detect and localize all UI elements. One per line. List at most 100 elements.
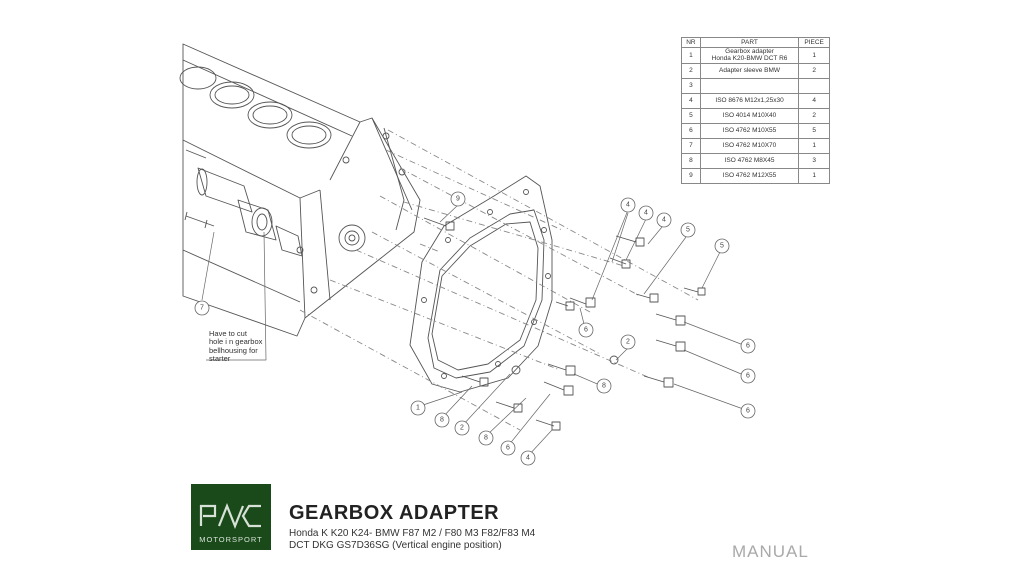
cell-nr: 2 (681, 62, 701, 79)
cell-part: Adapter sleeve BMW (699, 62, 800, 79)
cell-nr: 5 (681, 107, 701, 124)
table-row: 5 ISO 4014 M10X40 2 (681, 107, 830, 124)
cell-piece (798, 77, 830, 94)
note-line: starter (209, 354, 231, 364)
alignment-lines (299, 129, 699, 431)
callout-2a (620, 334, 636, 350)
callout-6b (740, 338, 756, 354)
cell-part: ISO 4762 M10X55 (699, 122, 800, 139)
callout-2a-label: 2 (626, 339, 630, 346)
header-nr: NR (681, 37, 701, 48)
parts-table-header: NR PART PIECE (681, 37, 830, 48)
callout-7 (194, 300, 210, 316)
table-row: 3 (681, 77, 830, 94)
callout-9 (450, 191, 466, 207)
table-row: 6 ISO 4762 M10X55 5 (681, 122, 830, 139)
callout-4c-label: 4 (662, 217, 666, 224)
table-row: 2 Adapter sleeve BMW 2 (681, 62, 830, 79)
callout-6b-label: 6 (746, 343, 750, 350)
gearbox-adapter-plate (409, 175, 553, 393)
cell-piece: 1 (798, 167, 830, 184)
logo-text: MOTORSPORT (199, 535, 263, 544)
callout-5b (714, 238, 730, 254)
table-row: 7 ISO 4762 M10X70 1 (681, 137, 830, 154)
cell-piece: 2 (798, 107, 830, 124)
part-line: Gearbox adapter (725, 48, 774, 55)
leader-lines (201, 204, 747, 457)
page-title: GEARBOX ADAPTER (289, 502, 500, 524)
subtitle-line-2: DCT DKG GS7D36SG (Vertical engine positi… (289, 540, 502, 551)
cell-nr: 1 (681, 47, 701, 64)
callout-1 (410, 400, 426, 416)
cell-piece: 5 (798, 122, 830, 139)
part-line: Honda K20-BMW DCT R6 (711, 55, 788, 63)
callout-4b-label: 4 (644, 210, 648, 217)
cell-piece: 1 (798, 137, 830, 154)
cell-piece: 3 (798, 152, 830, 169)
header-piece: PIECE (798, 37, 830, 48)
table-row: 8 ISO 4762 M8X45 3 (681, 152, 830, 169)
pmc-logo-mark-icon (199, 503, 261, 529)
cell-piece: 1 (798, 47, 830, 64)
callout-8b-label: 8 (440, 417, 444, 424)
starter-cut-note: Have to cut hole i n gearbox bellhousing… (209, 329, 263, 364)
callout-4a (620, 197, 636, 213)
header-part: PART (699, 37, 800, 48)
callout-9-label: 9 (456, 196, 460, 203)
callout-4a-label: 4 (626, 202, 630, 209)
subtitle-line-1: Honda K K20 K24- BMW F87 M2 / F80 M3 F82… (289, 528, 536, 539)
cell-nr: 4 (681, 92, 701, 109)
callout-6e-label: 6 (506, 445, 510, 452)
manual-label: MANUAL (732, 542, 809, 561)
callout-8c (478, 430, 494, 446)
callout-bubbles (194, 191, 756, 466)
cell-nr: 9 (681, 167, 701, 184)
cell-part: ISO 4762 M10X70 (699, 137, 800, 154)
callout-4d-label: 4 (526, 455, 530, 462)
note-line: bellhousing for (209, 345, 258, 355)
bolts (423, 217, 706, 431)
table-row: 9 ISO 4762 M12X55 1 (681, 167, 830, 184)
callout-2b (454, 420, 470, 436)
cell-piece: 4 (798, 92, 830, 109)
note-line: Have to cut (209, 329, 247, 338)
cell-part: ISO 4014 M10X40 (699, 107, 800, 124)
cell-nr: 6 (681, 122, 701, 139)
cell-part (699, 77, 800, 94)
callout-6c (740, 368, 756, 384)
callout-6c-label: 6 (746, 373, 750, 380)
engine-block (179, 43, 421, 337)
cell-nr: 3 (681, 77, 701, 94)
cell-part: ISO 8676 M12x1,25x30 (699, 92, 800, 109)
cell-piece: 2 (798, 62, 830, 79)
note-line: hole i n gearbox (209, 337, 263, 347)
table-row: 4 ISO 8676 M12x1,25x30 4 (681, 92, 830, 109)
callout-5b-label: 5 (720, 243, 724, 250)
callout-6e (500, 440, 516, 456)
cell-part: ISO 4762 M12X55 (699, 167, 800, 184)
callout-8a (596, 378, 612, 394)
callout-5a-label: 5 (686, 227, 690, 234)
callout-8b (434, 412, 450, 428)
callout-7-label: 7 (200, 305, 204, 312)
callout-4b (638, 205, 654, 221)
callout-6d-label: 6 (746, 408, 750, 415)
cell-part: ISO 4762 M8X45 (699, 152, 800, 169)
callout-5a (680, 222, 696, 238)
callout-6d (740, 403, 756, 419)
callout-4c (656, 212, 672, 228)
callout-8c-label: 8 (484, 435, 488, 442)
cell-nr: 8 (681, 152, 701, 169)
callout-6a (578, 322, 594, 338)
callout-8a-label: 8 (602, 383, 606, 390)
callout-1-label: 1 (416, 405, 420, 412)
callout-6a-label: 6 (584, 327, 588, 334)
callout-2b-label: 2 (460, 425, 464, 432)
callout-4d (520, 450, 536, 466)
pmc-motorsport-logo: MOTORSPORT (191, 484, 271, 550)
cell-nr: 7 (681, 137, 701, 154)
